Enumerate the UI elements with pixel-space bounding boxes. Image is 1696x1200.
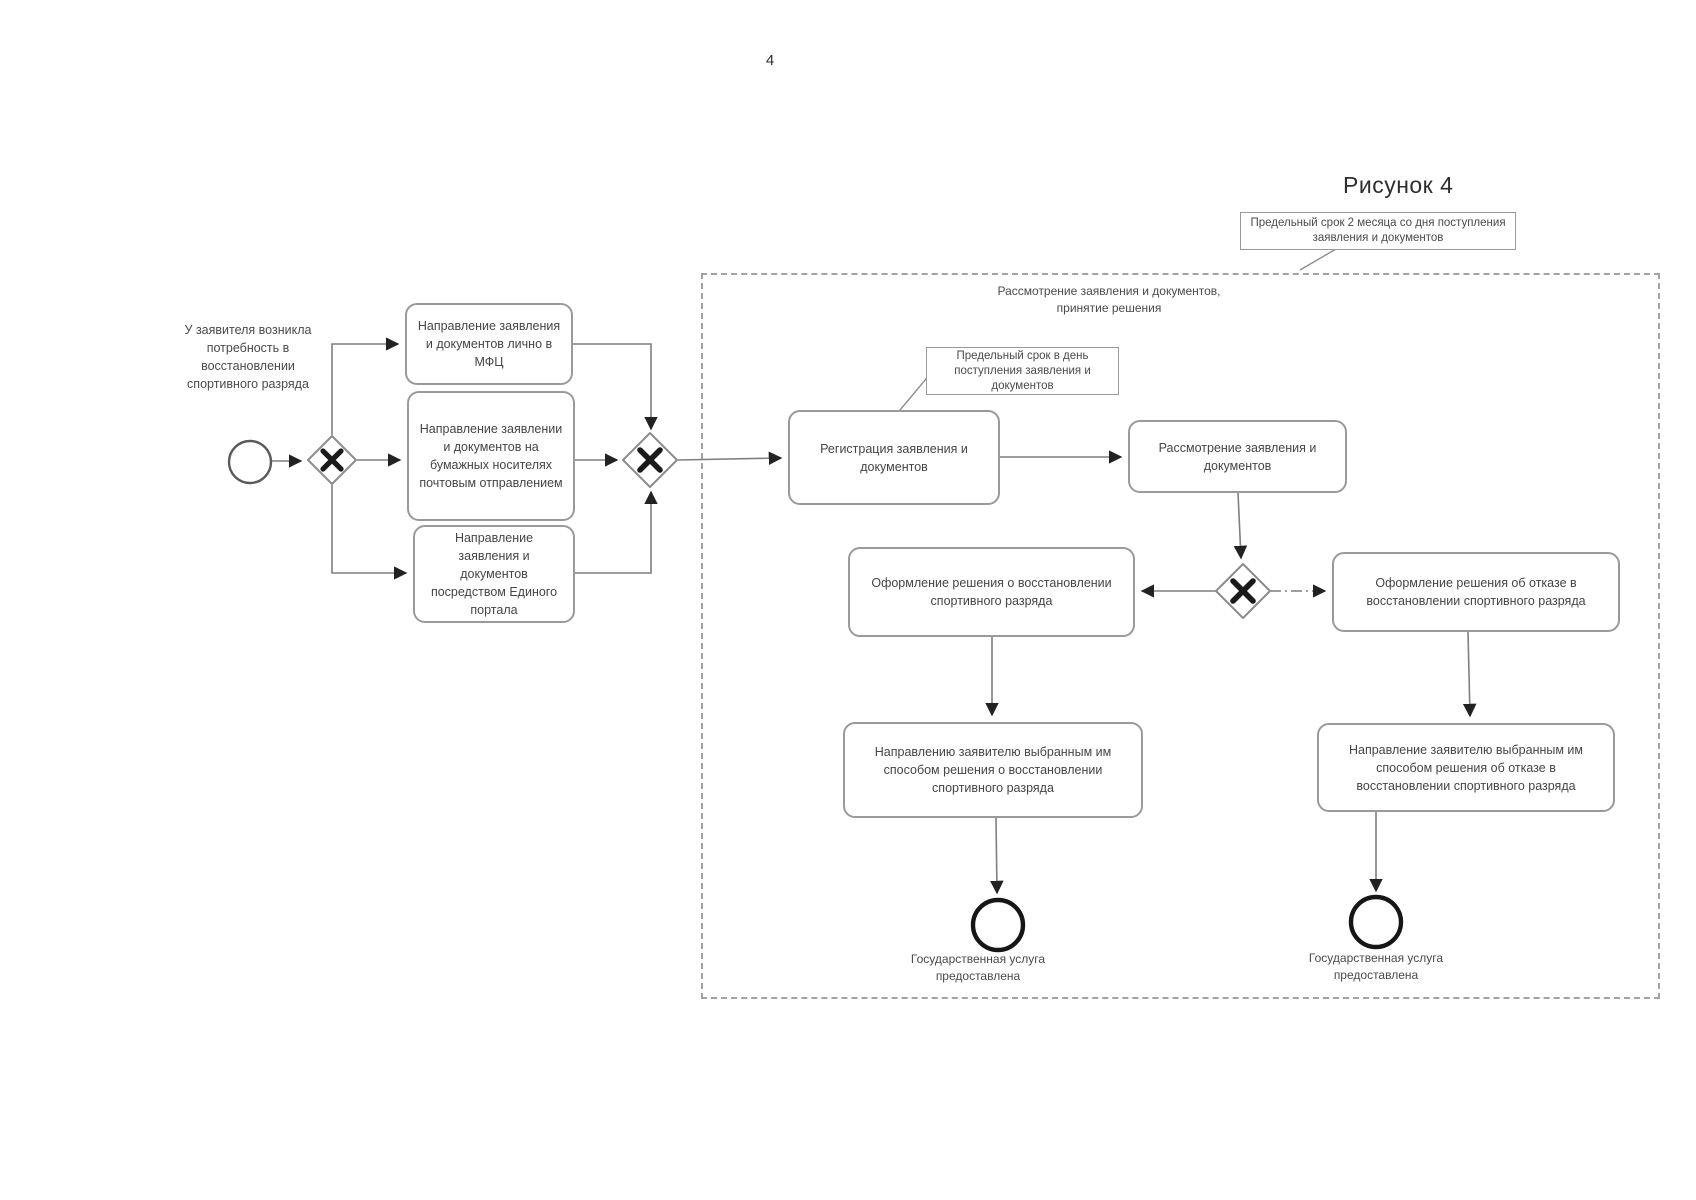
- annotation-text: Предельный срок 2 месяца со дня поступле…: [1250, 217, 1506, 244]
- start-event-label: У заявителя возникла потребность в восст…: [184, 323, 312, 391]
- task-label: Регистрация заявления и документов: [820, 441, 968, 474]
- end-event-label-right: Государственная услуга предоставлена: [1308, 951, 1444, 982]
- start-event-circle: [227, 439, 273, 485]
- task-submit-mail: Направление заявлении и документов на бу…: [407, 391, 575, 521]
- task-label: Оформление решения о восстановлении спор…: [871, 576, 1112, 608]
- task-label: Направлению заявителю выбранным им спосо…: [874, 745, 1112, 795]
- task-notify-approve: Направлению заявителю выбранным им спосо…: [843, 722, 1143, 818]
- task-label: Направление заявления и документов лично…: [417, 319, 561, 369]
- annotation-connector-same-day: [899, 372, 932, 411]
- subprocess-container: [701, 273, 1660, 999]
- flow-portal-to-merge: [575, 490, 658, 574]
- flow-notify-to-end-left: [990, 817, 1004, 895]
- task-registration: Регистрация заявления и документов: [788, 410, 1000, 505]
- flow-split-to-portal: [331, 485, 408, 580]
- task-label: Направление заявлении и документов на бу…: [419, 422, 563, 490]
- flow-reject-to-notify: [1462, 631, 1477, 718]
- task-label: Направление заявления и документов посре…: [430, 531, 558, 617]
- flow-mfc-to-merge: [573, 343, 658, 431]
- task-label: Оформление решения об отказе в восстанов…: [1366, 576, 1586, 608]
- figure-title: Рисунок 4: [1343, 172, 1454, 198]
- task-notify-reject: Направление заявителю выбранным им спосо…: [1317, 723, 1615, 812]
- annotation-text: Предельный срок в день поступления заявл…: [954, 349, 1091, 392]
- subprocess-label: Рассмотрение заявления и документов, при…: [997, 284, 1221, 315]
- flow-review-to-decision: [1233, 492, 1248, 560]
- flow-split-to-mfc: [331, 337, 400, 435]
- flow-merge-to-registration: [677, 451, 783, 466]
- annotation-connector-two-months: [1299, 248, 1337, 271]
- task-label: Направление заявителю выбранным им спосо…: [1348, 742, 1584, 793]
- exclusive-gateway-decision: [1215, 563, 1271, 619]
- exclusive-gateway-merge: [622, 432, 678, 488]
- task-reject-decision: Оформление решения об отказе в восстанов…: [1332, 552, 1620, 632]
- task-label: Рассмотрение заявления и документов: [1158, 440, 1317, 473]
- task-approve-decision: Оформление решения о восстановлении спор…: [848, 547, 1135, 637]
- annotation-deadline-two-months: Предельный срок 2 месяца со дня поступле…: [1240, 212, 1516, 250]
- end-event-label-left: Государственная услуга предоставлена: [910, 952, 1046, 983]
- page-number: 4: [765, 52, 775, 69]
- end-event-circle-left: [970, 897, 1026, 953]
- task-submit-mfc: Направление заявления и документов лично…: [405, 303, 573, 385]
- exclusive-gateway-split: [307, 435, 357, 485]
- task-review: Рассмотрение заявления и документов: [1128, 420, 1347, 493]
- task-submit-portal: Направление заявления и документов посре…: [413, 525, 575, 623]
- annotation-deadline-same-day: Предельный срок в день поступления заявл…: [926, 347, 1119, 395]
- end-event-circle-right: [1348, 894, 1404, 950]
